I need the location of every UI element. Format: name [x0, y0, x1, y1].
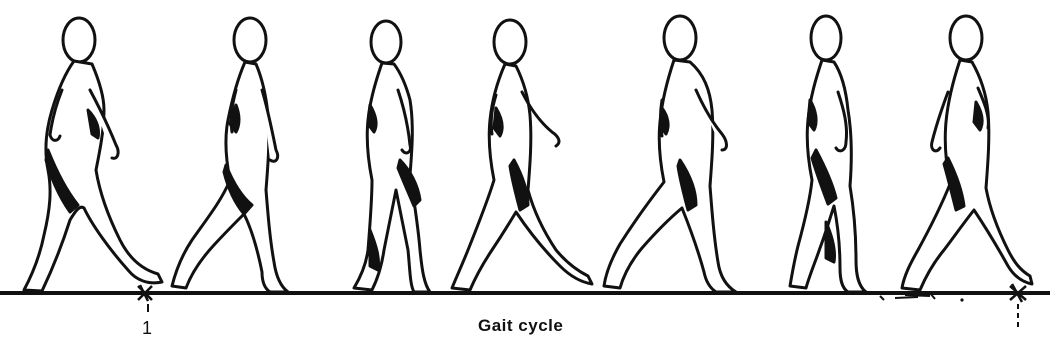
- gait-cycle-caption: Gait cycle: [478, 316, 563, 336]
- end-heel-strike-marker: [1006, 284, 1030, 330]
- walking-figure-2: [172, 18, 288, 292]
- walking-figure-1: [24, 18, 162, 291]
- walking-figure-5: [604, 16, 736, 292]
- walking-figure-6: [790, 16, 866, 292]
- walking-figure-7: [902, 16, 1032, 290]
- start-heel-strike-marker: [134, 285, 156, 312]
- walking-figure-3: [354, 21, 430, 292]
- walking-figure-4: [452, 20, 592, 290]
- start-marker-label: 1: [142, 318, 152, 339]
